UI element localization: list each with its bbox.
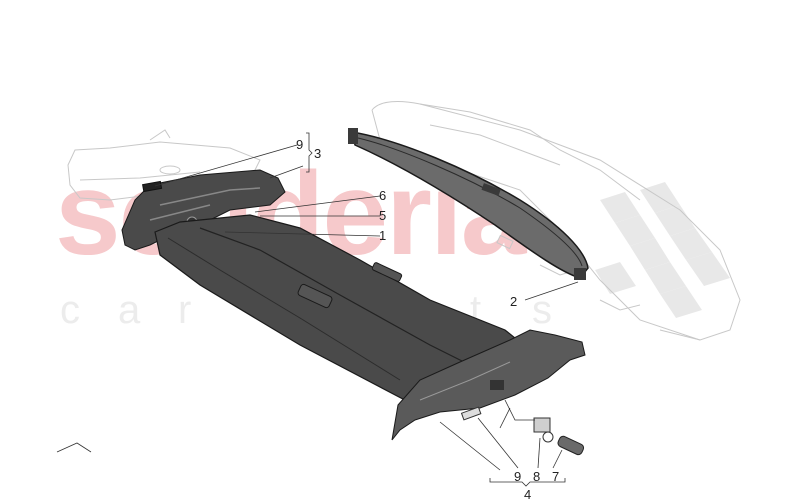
callout-1: 1 [379,228,387,243]
part-8-bracket [533,417,554,443]
callout-6: 6 [379,188,387,203]
callout-2: 2 [510,294,518,309]
callout-9-lower: 9 [514,469,522,484]
callout-9-upper: 9 [296,137,304,152]
callout-3: 3 [314,146,322,161]
callout-8: 8 [533,469,541,484]
part-9-clip-upper [142,180,163,193]
callout-5: 5 [379,208,387,223]
checker-flag-watermark [595,182,730,318]
lower-bracket-assembly [391,329,586,441]
part-2-shelf-cover [348,128,589,280]
callout-7: 7 [552,469,560,484]
leader-lines [56,132,579,487]
part-1-roller-blind [154,214,521,409]
callout-4: 4 [524,487,532,502]
part-7-bushing [557,435,585,456]
